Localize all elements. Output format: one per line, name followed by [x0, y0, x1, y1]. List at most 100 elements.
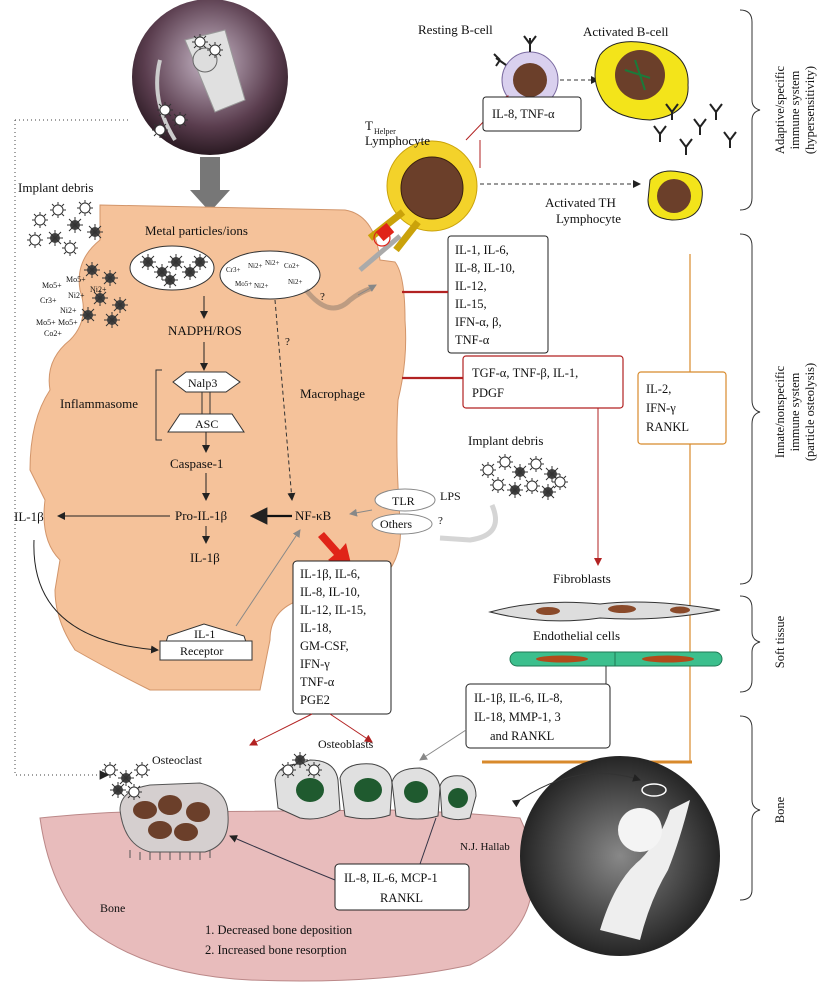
activated-th-label-2: Lymphocyte — [556, 211, 621, 226]
il1-receptor-label-1: IL-1 — [194, 627, 215, 641]
cytokine-line: TNF-α — [300, 675, 335, 689]
inflammasome-label: Inflammasome — [60, 396, 138, 411]
cytokine-line: IL-12, IL-15, — [300, 603, 366, 617]
asc-trapezoid — [167, 413, 245, 433]
cytokine-line: IL-8, IL-10, — [300, 585, 360, 599]
antibodies — [653, 103, 737, 155]
macrophage-output-box — [292, 560, 392, 715]
ion-label: Cr3+ — [40, 296, 57, 305]
ion-label: Mo5+ — [58, 318, 78, 327]
activated-bcell-label: Activated B-cell — [583, 24, 669, 39]
soft-line: and RANKL — [490, 729, 554, 743]
cytokine-line: IL-15, — [455, 297, 487, 311]
cytokine-line: IL-1, IL-6, — [455, 243, 509, 257]
resting-bcell-label: Resting B-cell — [418, 22, 493, 37]
cytokine-line: IFN-α, β, — [455, 315, 502, 329]
ion-label: Mo5+ — [36, 318, 56, 327]
particle-vesicle — [129, 245, 215, 291]
ion-label: Ni2+ — [265, 259, 280, 267]
tlr-receptor — [374, 488, 436, 512]
endothelial-cells — [509, 651, 723, 667]
ion-label: Ni2+ — [288, 278, 303, 286]
implant-debris-left-label: Implant debris — [18, 180, 93, 195]
bone-bracket — [739, 715, 761, 901]
ions-left: Mo5+ Mo5+ Cr3+ Ni2+ Ni2+ Ni2+ Mo5+ Mo5+ … — [36, 275, 107, 338]
lps-label: LPS — [440, 489, 461, 503]
orange-line: IL-2, — [646, 382, 671, 396]
osteoblasts-label: Osteoblasts — [318, 737, 374, 751]
bone-side-label: Bone — [773, 796, 787, 823]
others-label: Others — [380, 517, 412, 531]
implant-debris-right-label: Implant debris — [468, 433, 543, 448]
macro-red-line: PDGF — [472, 386, 504, 400]
implant-photo — [132, 0, 288, 155]
ion-label: Cr3+ — [226, 266, 241, 274]
cytokine-line: IL-8, IL-10, — [455, 261, 515, 275]
question-mark-2: ? — [285, 336, 290, 348]
orange-line: RANKL — [646, 420, 689, 434]
ion-label: Co2+ — [44, 329, 62, 338]
activated-th-label-1: Activated TH — [545, 195, 616, 210]
ion-label: Ni2+ — [90, 285, 107, 294]
soft-line: IL-1β, IL-6, IL-8, — [474, 691, 563, 705]
soft-line: IL-18, MMP-1, 3 — [474, 710, 561, 724]
fibroblast-cells — [488, 601, 721, 622]
osteoblast-cells — [274, 759, 477, 821]
others-receptor — [371, 513, 433, 535]
osteoclast-label: Osteoclast — [152, 753, 203, 767]
ion-label: Ni2+ — [68, 291, 85, 300]
innate-label: immune system — [788, 372, 802, 451]
bcell-cytokine-text: IL-8, TNF-α — [492, 107, 555, 121]
il1b-left-label: IL-1β — [14, 509, 44, 524]
cytokine-line: IL-1β, IL-6, — [300, 567, 360, 581]
question-mark: ? — [320, 291, 325, 303]
ion-label: Mo5+ — [42, 281, 62, 290]
thelper-label-2: Lymphocyte — [365, 133, 430, 148]
ion-label: Ni2+ — [60, 306, 77, 315]
macrophage-fibroblast-box — [462, 355, 624, 409]
adaptive-label: immune system — [788, 70, 802, 149]
innate-bracket — [739, 233, 761, 585]
xray-image — [520, 756, 720, 956]
osteoclast-cell — [119, 782, 229, 860]
cytokine-line: IFN-γ — [300, 657, 330, 671]
ions-right: Cr3+ Ni2+ Ni2+ Co2+ Mo5+ Ni2+ Ni2+ — [226, 259, 303, 290]
debris-uptake-arrow — [439, 504, 498, 543]
bone-label: Bone — [100, 901, 125, 915]
author-label: N.J. Hallab — [460, 841, 510, 853]
orange-line: IFN-γ — [646, 401, 676, 415]
adaptive-bracket — [739, 9, 761, 211]
bone-box-line: IL-8, IL-6, MCP-1 — [344, 871, 438, 885]
outcome-1: 1. Decreased bone deposition — [205, 923, 353, 937]
th-bone-cytokine-box — [637, 371, 727, 445]
ion-vesicle — [219, 250, 321, 300]
question-mark-3: ? — [438, 515, 443, 527]
asc-label: ASC — [195, 417, 218, 431]
cytokine-line: IL-12, — [455, 279, 487, 293]
red-output-arrow — [318, 532, 352, 568]
nadph-ros-label: NADPH/ROS — [168, 323, 242, 338]
thelper-label-sub: Helper — [374, 127, 396, 136]
tlr-label: TLR — [392, 494, 415, 508]
ion-label: Ni2+ — [248, 262, 263, 270]
metal-particles-label: Metal particles/ions — [145, 223, 248, 238]
fibroblasts-label: Fibroblasts — [553, 571, 611, 586]
thelper-label-t: T — [365, 118, 373, 133]
adaptive-label: (hypersensitivity) — [803, 66, 817, 154]
innate-label: (particle osteolysis) — [803, 363, 817, 461]
soft-tissue-bracket — [739, 595, 761, 693]
endothelial-label: Endothelial cells — [533, 628, 620, 643]
implant-debris-right — [479, 453, 569, 501]
macrophage-label: Macrophage — [300, 386, 365, 401]
nalp3-label: Nalp3 — [188, 376, 217, 390]
il1b-inner-label: IL-1β — [190, 550, 220, 565]
xray-link-arrow — [511, 772, 641, 808]
macro-red-line: TGF-α, TNF-β, IL-1, — [472, 366, 578, 380]
ion-label: Mo5+ — [66, 275, 86, 284]
resting-bcell — [493, 35, 559, 109]
bone-box-line: RANKL — [380, 891, 423, 905]
ion-label: Co2+ — [284, 262, 300, 270]
caspase1-label: Caspase-1 — [170, 456, 223, 471]
nfkb-label: NF-κB — [295, 508, 331, 523]
